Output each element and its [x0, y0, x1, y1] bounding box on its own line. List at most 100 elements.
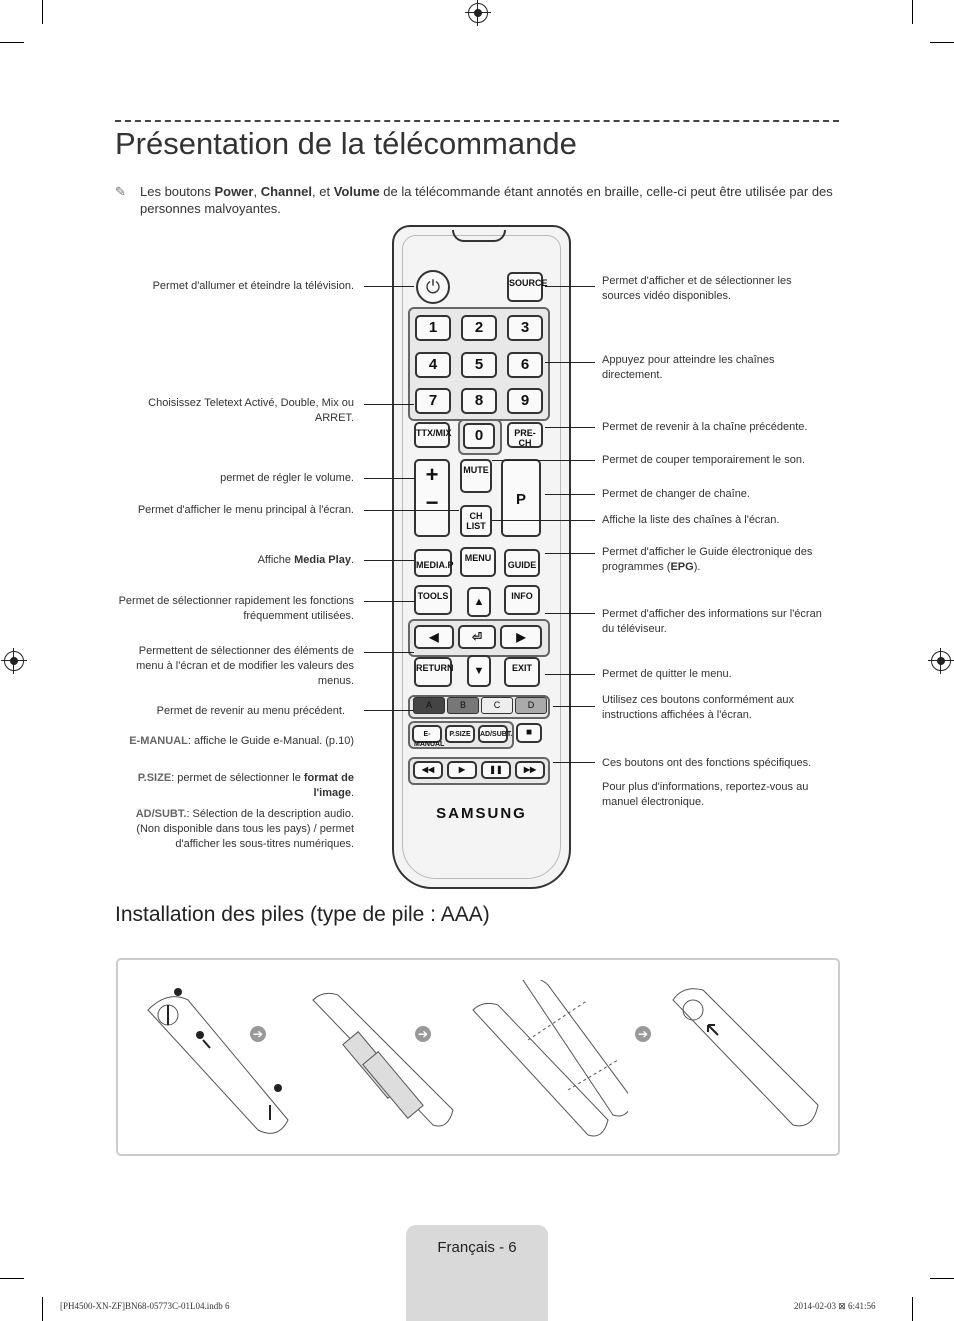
mute-button: MUTE — [460, 459, 492, 493]
leader-line — [364, 560, 414, 561]
left-arrow-button: ◀ — [414, 625, 454, 649]
crop-mark — [912, 0, 913, 24]
leader-line — [364, 478, 414, 479]
fast-forward-button: ▶▶ — [515, 761, 545, 779]
leader-line — [364, 710, 414, 711]
leader-line — [545, 286, 595, 287]
label-mute: Permet de couper temporairement le son. — [602, 454, 805, 466]
digit-button: 8 — [461, 388, 497, 414]
play-button: ▶ — [447, 761, 477, 779]
leader-line — [364, 404, 414, 405]
page-number-tab: Français - 6 — [406, 1225, 548, 1321]
leader-line — [545, 553, 595, 554]
label-e-manual: E-MANUAL: affiche le Guide e-Manual. (p.… — [129, 735, 354, 747]
special-buttons: E-MANUAL P.SIZE AD/SUBT. — [408, 721, 514, 749]
battery-section-title: Installation des piles (type de pile : A… — [115, 903, 490, 926]
next-step-arrow-icon: ➔ — [415, 1026, 431, 1042]
tools-button: TOOLS — [414, 585, 452, 615]
right-arrow-button: ▶ — [500, 625, 542, 649]
leader-line — [545, 674, 595, 675]
leader-line — [553, 762, 595, 763]
zero-group: 0 — [458, 419, 502, 455]
leader-line — [545, 427, 595, 428]
exit-button: EXIT — [504, 657, 540, 687]
leader-line — [545, 613, 595, 614]
leader-line — [545, 494, 595, 495]
leader-line — [553, 706, 595, 707]
power-button: ⏻ — [416, 270, 450, 304]
leader-line — [545, 362, 595, 363]
label-navigation: Permettent de sélectionner des éléments … — [136, 645, 354, 687]
crop-mark — [42, 1297, 43, 1321]
crop-mark — [930, 1278, 954, 1279]
return-button: RETURN — [414, 657, 454, 687]
color-button-a: A — [413, 697, 445, 714]
remote-inner-border — [402, 235, 561, 879]
next-step-arrow-icon: ➔ — [635, 1026, 651, 1042]
up-arrow-button: ▲ — [467, 587, 491, 617]
label-ad-subt: AD/SUBT.: Sélection de la description au… — [135, 808, 354, 850]
e-manual-button: E-MANUAL — [412, 725, 444, 748]
label-source: Permet d'afficher et de sélectionner les… — [602, 275, 792, 302]
label-menu: Permet d'afficher le menu principal à l'… — [137, 504, 354, 516]
label-teletext: Choisissez Teletext Activé, Double, Mix … — [148, 397, 354, 424]
menu-button: MENU — [460, 547, 496, 577]
registration-mark-icon — [1, 648, 27, 674]
digit-button: 5 — [461, 352, 497, 378]
label-return: Permet de revenir au menu précédent. — [156, 705, 345, 717]
label-color-buttons: Utilisez ces boutons conformément aux in… — [602, 694, 794, 721]
print-date-info: 2014-02-03 ⊠ 6:41:56 — [794, 1301, 876, 1311]
battery-installation-figure: ➔ ➔ ➔ — [116, 958, 840, 1156]
battery-step-3-illustration — [472, 980, 628, 1137]
digit-button: 2 — [461, 315, 497, 341]
page-number: Français - 6 — [437, 1239, 517, 1256]
p-size-button: P.SIZE — [445, 725, 475, 743]
title-divider — [115, 120, 839, 122]
crop-mark — [0, 42, 24, 43]
down-arrow-button: ▼ — [467, 655, 491, 687]
color-button-d: D — [515, 697, 547, 714]
braille-note: ✎ Les boutons Power, Channel, et Volume … — [115, 183, 835, 216]
label-special-buttons: Ces boutons ont des fonctions spécifique… — [602, 757, 812, 769]
info-button: INFO — [504, 585, 540, 615]
battery-step-4-illustration — [672, 988, 819, 1127]
page-title: Présentation de la télécommande — [115, 126, 577, 161]
remote-control-illustration: ⏻ SOURCE 1 2 3 4 5 6 7 8 9 TTX/MIX 0 P RE… — [392, 225, 571, 889]
digit-button: 1 — [415, 315, 451, 341]
pencil-icon: ✎ — [115, 184, 126, 199]
digit-button: 6 — [507, 352, 543, 378]
note-text: Les boutons Power, Channel, et Volume de… — [140, 184, 833, 216]
pause-button: ❚❚ — [481, 761, 511, 779]
ttx-mix-button: TTX/MIX — [414, 422, 452, 448]
label-guide: Permet d'afficher le Guide électronique … — [602, 546, 813, 573]
label-ch-list: Affiche la liste des chaînes à l'écran. — [602, 514, 780, 526]
label-info: Permet d'afficher des informations sur l… — [602, 608, 822, 635]
battery-step-2-illustration — [312, 992, 454, 1127]
color-button-b: B — [447, 697, 479, 714]
leader-line — [492, 460, 595, 461]
leader-line — [364, 652, 414, 653]
registration-mark-icon — [928, 648, 954, 674]
ch-list-button: CH LIST — [460, 505, 492, 537]
label-media-play: Affiche Media Play. — [257, 554, 354, 566]
crop-mark — [912, 1297, 913, 1321]
remote-ir-window — [452, 230, 506, 242]
stop-button: ■ — [516, 723, 542, 743]
battery-step-1-illustration — [147, 988, 289, 1134]
digit-button: 7 — [415, 388, 451, 414]
source-button: SOURCE — [507, 272, 548, 302]
label-p-size: P.SIZE: permet de sélectionner le format… — [137, 772, 354, 799]
leader-line — [364, 286, 414, 287]
label-volume: permet de régler le volume. — [220, 472, 354, 484]
label-tools: Permet de sélectionner rapidement les fo… — [118, 595, 354, 622]
navigation-pad: ◀ ⏎ ▶ — [408, 619, 550, 657]
volume-rocker: +− — [414, 459, 450, 537]
guide-button: GUIDE — [504, 549, 540, 577]
playback-buttons: ◀◀ ▶ ❚❚ ▶▶ — [408, 757, 550, 785]
leader-line — [492, 520, 595, 521]
ad-subt-button: AD/SUBT. — [478, 725, 512, 743]
number-keypad: 1 2 3 4 5 6 7 8 9 — [408, 307, 550, 421]
crop-mark — [930, 42, 954, 43]
label-power: Permet d'allumer et éteindre la télévisi… — [152, 280, 354, 292]
channel-rocker: P — [501, 459, 541, 537]
